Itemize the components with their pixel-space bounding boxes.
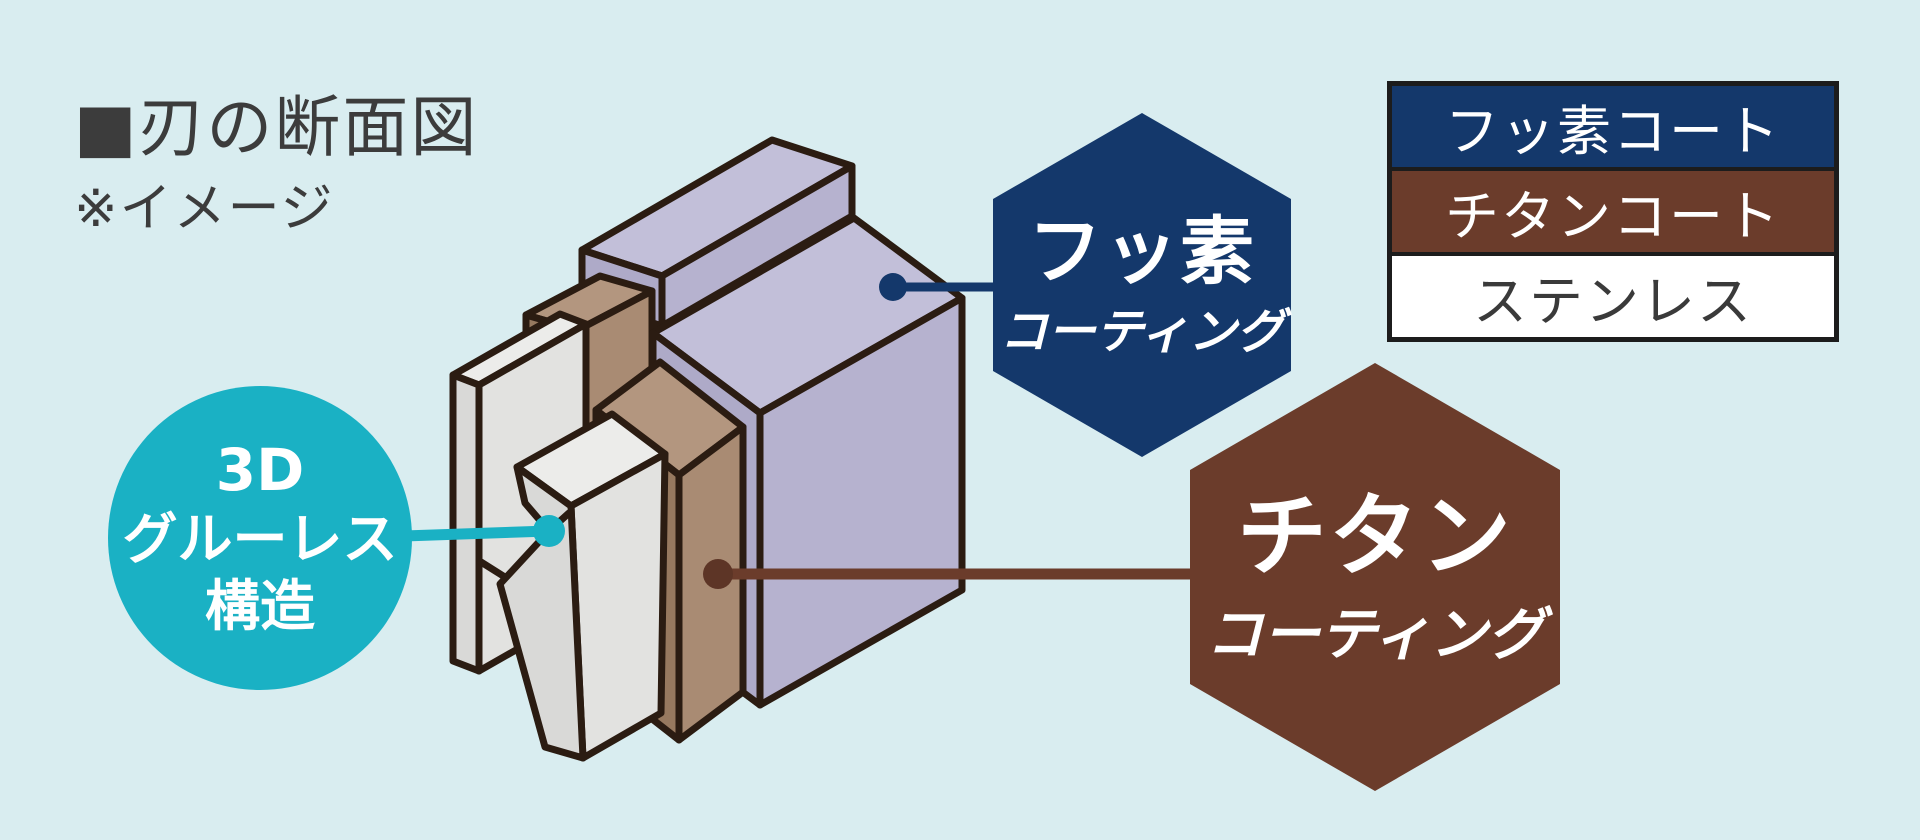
glueless-label-line2: グルーレス <box>122 507 398 572</box>
glueless-callout-label: 3D グルーレス 構造 <box>106 386 414 690</box>
fluorine-callout-hexagon <box>993 113 1291 457</box>
image-disclaimer-note: ※イメージ <box>74 179 335 239</box>
legend-row-stainless: ステンレス <box>1392 256 1834 337</box>
fluorine-label-main: フッ素 <box>1028 208 1256 295</box>
titanium-label-sub: コーティング <box>1205 601 1545 668</box>
legend-label-fluorine-coat: フッ素コート <box>1445 100 1781 163</box>
titanium-label-main: チタン <box>1237 484 1513 590</box>
legend-row-fluorine-coat: フッ素コート <box>1392 86 1834 167</box>
titanium-callout-hexagon <box>1190 363 1560 791</box>
titanium-connector <box>703 559 1195 589</box>
legend-label-stainless: ステンレス <box>1473 270 1753 333</box>
titanium-dot <box>703 559 733 589</box>
page-title: ■刃の断面図 <box>74 89 479 166</box>
fluorine-label-sub: コーティング <box>999 303 1285 360</box>
glueless-callout-circle <box>108 386 412 690</box>
front-stainless-layer <box>496 410 669 762</box>
glueless-dot <box>533 515 565 547</box>
legend-label-titanium-coat: チタンコート <box>1445 185 1781 248</box>
fluorine-callout-label: フッ素 コーティング <box>993 118 1291 452</box>
fluorine-connector <box>879 273 1000 301</box>
legend-row-titanium-coat: チタンコート <box>1392 167 1834 256</box>
glueless-label-line1: 3D <box>215 436 305 505</box>
fluorine-dot <box>879 273 907 301</box>
glueless-label-line3: 構造 <box>204 574 315 639</box>
layer-legend: フッ素コート チタンコート ステンレス <box>1387 81 1839 342</box>
titanium-callout-label: チタン コーティング <box>1190 372 1560 782</box>
glueless-connector <box>403 515 565 547</box>
